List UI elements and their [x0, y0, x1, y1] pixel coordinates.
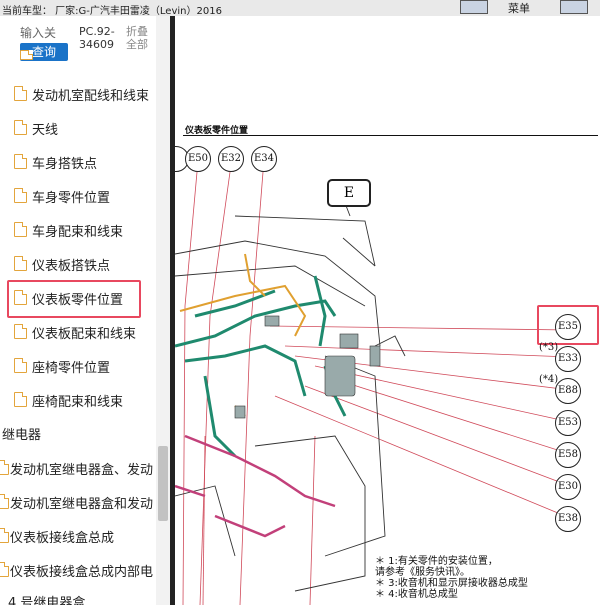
- sidebar-item[interactable]: 发动机室配线和线束: [0, 76, 156, 110]
- sidebar-item[interactable]: 发动机室继电器盒和发动: [0, 484, 156, 518]
- document-icon: [14, 222, 27, 237]
- sidebar-item[interactable]: 仪表板配束和线束: [0, 314, 156, 348]
- note-tag: (*3): [539, 342, 559, 353]
- sidebar-item[interactable]: 座椅零件位置: [0, 348, 156, 382]
- window-title: 当前车型： 厂家:G-广汽丰田雷凌（Levin）2016: [2, 6, 222, 17]
- connector-callout[interactable]: E50: [185, 146, 211, 172]
- sidebar-scrollbar[interactable]: [156, 16, 170, 605]
- title-rule: [183, 135, 598, 136]
- sidebar-item[interactable]: 车身搭铁点: [0, 144, 156, 178]
- diagram-viewer: 仪表板零件位置: [175, 16, 600, 605]
- wire-harness-orange: [179, 253, 307, 417]
- sidebar-item[interactable]: 车身零件位置: [0, 178, 156, 212]
- sidebar-item-label: 仪表板配束和线束: [32, 327, 137, 342]
- document-icon: [14, 256, 27, 271]
- document-icon: [14, 120, 27, 135]
- sidebar-item-label: 仪表板接线盒总成内部电: [10, 565, 154, 580]
- components: [234, 315, 381, 419]
- sidebar-item[interactable]: 车身配束和线束: [0, 212, 156, 246]
- document-icon: [0, 562, 9, 577]
- document-icon: [20, 50, 33, 60]
- note-tag: (*4): [539, 374, 559, 385]
- connector-callout[interactable]: E35: [555, 314, 581, 340]
- selected-item-highlight: [7, 280, 141, 318]
- note-line: 请参考《服务快讯》。: [375, 567, 470, 578]
- detail-box-label: E: [327, 179, 371, 207]
- sidebar-item[interactable]: 仪表板搭铁点: [0, 246, 156, 280]
- sidebar-item[interactable]: 天线: [0, 110, 156, 144]
- sidebar-item-label: 发动机室继电器盒、发动: [10, 463, 154, 478]
- sidebar-item-label: 仪表板接线盒总成: [10, 531, 115, 546]
- wire-harness-green: [175, 275, 347, 458]
- callout-highlight: [537, 305, 599, 345]
- note-line: ＊ 4:收音机总成型: [375, 589, 458, 600]
- connector-callout[interactable]: E58: [555, 442, 581, 468]
- document-icon: [14, 358, 27, 373]
- menu-button[interactable]: 菜单: [508, 2, 530, 15]
- diagram-notes: ＊ 1:有关零件的安装位置， 请参考《服务快讯》。 ＊ 3:收音机和显示屏接收器…: [375, 556, 528, 600]
- collapse-all-button[interactable]: 折叠全部: [126, 25, 148, 51]
- dashboard-outline: [175, 202, 406, 592]
- sidebar-item[interactable]: 发动机室继电器盒、发动: [0, 450, 156, 484]
- sidebar-item-label: 车身搭铁点: [32, 157, 98, 172]
- sidebar-item-label: 发动机室配线和线束: [32, 89, 150, 104]
- document-icon: [14, 392, 27, 407]
- leader-lines: [182, 171, 571, 605]
- toolbar-window-icon-2[interactable]: [560, 0, 588, 14]
- pc-code: PC.92-34609: [79, 25, 115, 51]
- search-area: 输入关 查询 PC.92-34609 折叠全部: [0, 16, 155, 61]
- sidebar-item[interactable]: 仪表板接线盒总成内部电: [0, 552, 156, 586]
- note-line: ＊ 3:收音机和显示屏接收器总成型: [375, 578, 528, 589]
- sidebar: 输入关 查询 PC.92-34609 折叠全部 发动机室配线和线束 天线 车身搭…: [0, 16, 170, 605]
- diagram-title: 仪表板零件位置: [185, 126, 249, 136]
- wiring-diagram: [175, 171, 571, 605]
- sidebar-section-relay[interactable]: 继电器: [2, 428, 42, 443]
- sidebar-item[interactable]: 座椅配束和线束: [0, 382, 156, 416]
- wire-harness-pink: [175, 434, 336, 538]
- window-titlebar: 当前车型： 厂家:G-广汽丰田雷凌（Levin）2016 菜单: [0, 0, 600, 17]
- sidebar-item-label: 发动机室继电器盒和发动: [10, 497, 154, 512]
- scrollbar-thumb[interactable]: [158, 446, 168, 521]
- connector-callout[interactable]: E38: [555, 506, 581, 532]
- document-icon: [0, 528, 9, 543]
- sidebar-item[interactable]: 仪表板接线盒总成: [0, 518, 156, 552]
- sidebar-item-selected[interactable]: 仪表板零件位置: [0, 280, 156, 314]
- connector-callout[interactable]: E88: [555, 378, 581, 404]
- sidebar-item-label: 仪表板搭铁点: [32, 259, 111, 274]
- toolbar-window-icon[interactable]: [460, 0, 488, 14]
- sidebar-item-label: 车身零件位置: [32, 191, 111, 206]
- sidebar-item-label: 仪表板零件位置: [32, 293, 124, 308]
- connector-callout[interactable]: E33: [555, 346, 581, 372]
- document-icon: [0, 460, 9, 475]
- pane-divider[interactable]: [170, 16, 175, 605]
- document-icon: [14, 154, 27, 169]
- connector-callout[interactable]: E53: [555, 410, 581, 436]
- search-input[interactable]: 输入关: [20, 26, 57, 40]
- note-line: ＊ 1:有关零件的安装位置，: [375, 556, 498, 567]
- sidebar-item-label: 车身配束和线束: [32, 225, 124, 240]
- sidebar-item-label: 天线: [32, 123, 59, 138]
- document-icon: [14, 324, 27, 339]
- sidebar-section-relay-box-4[interactable]: 4 号继电器盒: [8, 596, 86, 605]
- document-icon: [14, 188, 27, 203]
- sidebar-item-label: 座椅配束和线束: [32, 395, 124, 410]
- document-icon: [14, 86, 27, 101]
- connector-callout[interactable]: E32: [218, 146, 244, 172]
- document-icon: [14, 290, 27, 305]
- connector-callout[interactable]: E34: [251, 146, 277, 172]
- sidebar-item-label: 座椅零件位置: [32, 361, 111, 376]
- connector-callout[interactable]: E30: [555, 474, 581, 500]
- document-icon: [0, 494, 9, 509]
